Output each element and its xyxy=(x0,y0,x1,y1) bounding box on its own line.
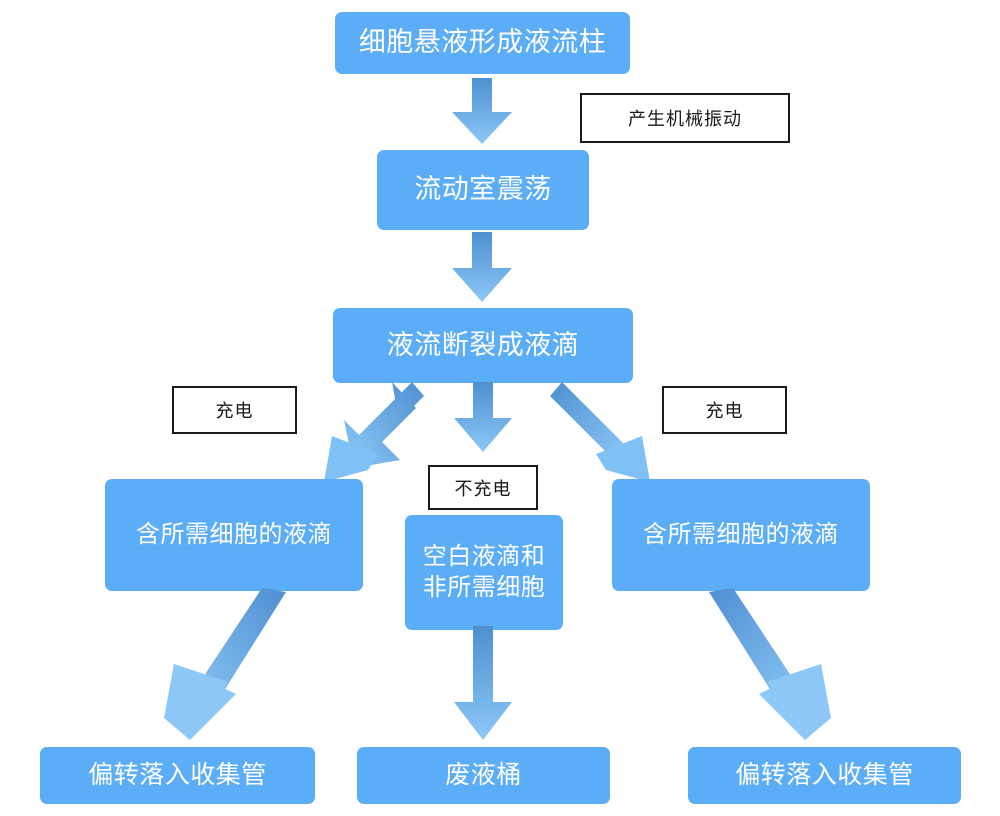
arrow-n6-n9 xyxy=(705,588,850,740)
annotation-mechanical-vibration: 产生机械振动 xyxy=(580,93,790,143)
node-deflect-into-collection-tube-right[interactable]: 偏转落入收集管 xyxy=(688,747,961,804)
arrow-n1-n2 xyxy=(450,78,514,146)
node-droplets-with-target-cells-right[interactable]: 含所需细胞的液滴 xyxy=(612,479,870,591)
arrow-n4-n7 xyxy=(150,588,290,740)
node-stream-breaks-into-droplets[interactable]: 液流断裂成液滴 xyxy=(333,308,633,383)
arrow-n2-n3 xyxy=(450,232,514,304)
node-flow-chamber-oscillation[interactable]: 流动室震荡 xyxy=(377,150,589,230)
node-deflect-into-collection-tube-left[interactable]: 偏转落入收集管 xyxy=(40,747,315,804)
arrow-n3-n6 xyxy=(550,382,662,482)
annotation-charge-left: 充电 xyxy=(172,386,297,434)
node-droplets-with-target-cells-left[interactable]: 含所需细胞的液滴 xyxy=(105,479,363,591)
node-blank-and-unwanted-cells[interactable]: 空白液滴和非所需细胞 xyxy=(405,515,563,630)
arrow-n3-n5 xyxy=(452,382,514,454)
node-cell-suspension-stream[interactable]: 细胞悬液形成液流柱 xyxy=(335,12,630,74)
annotation-no-charge: 不充电 xyxy=(428,465,538,510)
node-waste-container[interactable]: 废液桶 xyxy=(357,747,610,804)
arrow-n5-n8 xyxy=(452,626,514,742)
annotation-charge-right: 充电 xyxy=(662,386,787,434)
arrow-n3-n4 xyxy=(312,382,424,482)
